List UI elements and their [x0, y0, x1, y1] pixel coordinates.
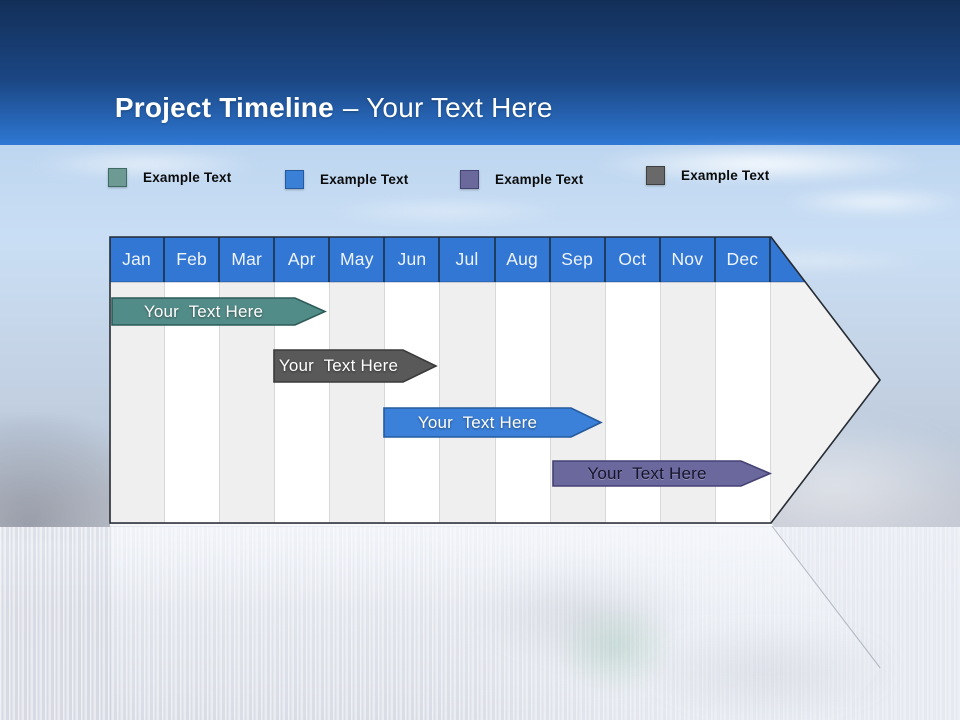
month-label: Aug [506, 249, 538, 269]
legend-item: Example Text [108, 168, 231, 187]
month-label: Apr [287, 249, 316, 269]
month-label: Mar [231, 249, 263, 269]
column-stripe [660, 282, 716, 523]
month-label: Jan [122, 249, 151, 269]
month-cell: Sep [551, 237, 606, 282]
month-cell: Nov [661, 237, 716, 282]
month-label: Jul [455, 249, 479, 269]
month-label: Oct [618, 249, 647, 269]
legend-label: Example Text [320, 172, 409, 187]
month-label: May [340, 249, 374, 269]
task-bar-label: Your Text Here [417, 412, 538, 432]
title-prefix: Project Timeline [114, 92, 334, 123]
column-stripe [385, 282, 441, 523]
month-cell: Jun [385, 237, 441, 282]
cloud-decoration [30, 150, 260, 178]
legend-label: Example Text [143, 170, 232, 185]
task-bar-label: Your Text Here [278, 356, 399, 375]
column-stripe [550, 282, 606, 523]
month-cell: Jan [110, 237, 166, 282]
legend-item: Example Text [646, 166, 769, 185]
timeline-reflection [110, 524, 881, 720]
column-stripe [495, 282, 551, 523]
month-cell: Jul [440, 237, 496, 282]
month-label: Feb [176, 249, 207, 269]
month-header-row: Jan Feb Mar Apr May Jun Jul Aug Sep Oct … [110, 237, 771, 282]
legend-label: Example Text [495, 172, 584, 187]
legend-item: Example Text [460, 170, 583, 189]
month-cell: May [330, 237, 386, 282]
month-label: Sep [561, 249, 594, 269]
task-bar-label: Your Text Here [143, 301, 264, 321]
month-label: Nov [671, 249, 704, 269]
column-stripe [715, 282, 771, 523]
column-stripe [330, 282, 386, 523]
legend-swatch-purple [460, 170, 479, 189]
month-label: Jun [397, 249, 427, 269]
month-cell: Apr [275, 237, 331, 282]
legend-swatch-blue [285, 170, 304, 189]
month-cell: Dec [716, 237, 771, 282]
cloud-decoration [780, 190, 960, 214]
month-label: Dec [726, 249, 759, 269]
cloud-decoration [320, 200, 570, 222]
month-cell: Mar [220, 237, 276, 282]
month-cell: Aug [496, 237, 551, 282]
task-bar-label: Your Text Here [587, 463, 707, 483]
reflection-edges [110, 526, 881, 720]
title-band: Project Timeline – Your Text Here [0, 0, 960, 145]
column-stripe [440, 282, 496, 523]
legend-swatch-teal [108, 168, 127, 187]
month-cell: Feb [165, 237, 221, 282]
month-cell: Oct [606, 237, 661, 282]
page-title: Project Timeline – Your Text Here [67, 60, 553, 156]
legend-swatch-gray [646, 166, 665, 185]
legend-label: Example Text [681, 168, 770, 183]
title-suffix: – Your Text Here [342, 92, 553, 123]
legend-item: Example Text [285, 170, 408, 189]
column-stripe [605, 282, 661, 523]
